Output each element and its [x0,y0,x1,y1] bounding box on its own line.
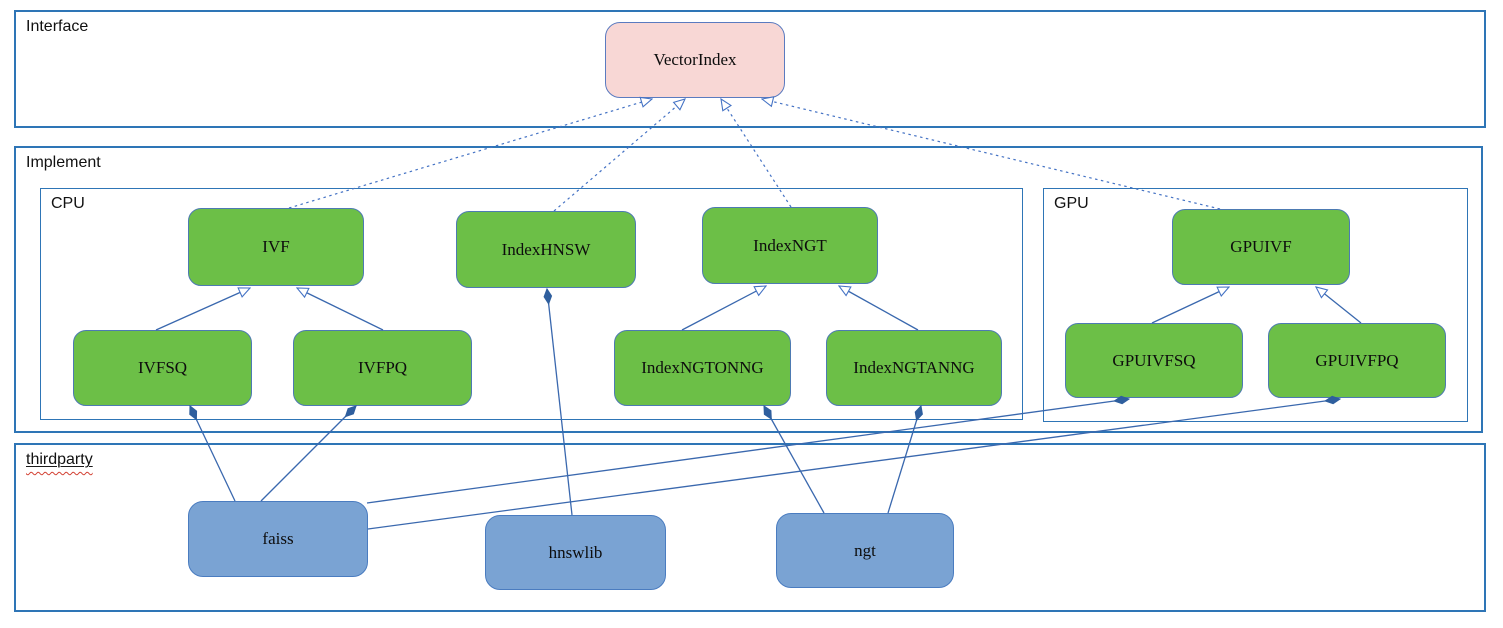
node-faiss[interactable]: faiss [188,501,368,577]
node-vectorindex[interactable]: VectorIndex [605,22,785,98]
node-faiss-label: faiss [262,529,294,548]
node-indexngt[interactable]: IndexNGT [702,207,878,284]
node-indexngtonng-label: IndexNGTONNG [641,358,764,377]
node-gpuivf[interactable]: GPUIVF [1172,209,1350,285]
node-indexhnsw-label: IndexHNSW [501,239,591,259]
node-ngt[interactable]: ngt [776,513,954,588]
node-indexhnsw[interactable]: IndexHNSW [456,211,636,288]
node-gpuivfsq[interactable]: GPUIVFSQ [1065,323,1243,398]
container-thirdparty-label-text: thirdparty [26,451,93,468]
container-interface-label: Interface [26,18,89,35]
container-implement-label: Implement [26,154,101,171]
node-indexngt-label: IndexNGT [753,235,827,255]
node-ivfpq-label: IVFPQ [357,358,408,377]
node-gpuivfpq-label: GPUIVFPQ [1315,350,1399,370]
node-ivf[interactable]: IVF [188,208,364,286]
node-gpuivfsq-label: GPUIVFSQ [1112,350,1196,370]
node-hnswlib-label: hnswlib [548,542,603,562]
node-indexngtonng[interactable]: IndexNGTONNG [614,330,791,406]
node-gpuivfpq[interactable]: GPUIVFPQ [1268,323,1446,398]
node-indexngtanng[interactable]: IndexNGTANNG [826,330,1002,406]
container-cpu-label: CPU [51,195,85,212]
node-ngt-label: ngt [854,540,876,560]
node-ivfsq-label: IVFSQ [137,358,188,377]
node-ivfsq[interactable]: IVFSQ [73,330,252,406]
node-hnswlib[interactable]: hnswlib [485,515,666,590]
container-thirdparty-label: thirdparty [26,451,93,469]
container-gpu-label: GPU [1054,195,1089,212]
node-indexngtanng-label: IndexNGTANNG [853,358,975,377]
node-vectorindex-label: VectorIndex [653,50,737,69]
node-gpuivf-label: GPUIVF [1230,237,1292,256]
node-ivf-label: IVF [262,237,290,256]
node-ivfpq[interactable]: IVFPQ [293,330,472,406]
